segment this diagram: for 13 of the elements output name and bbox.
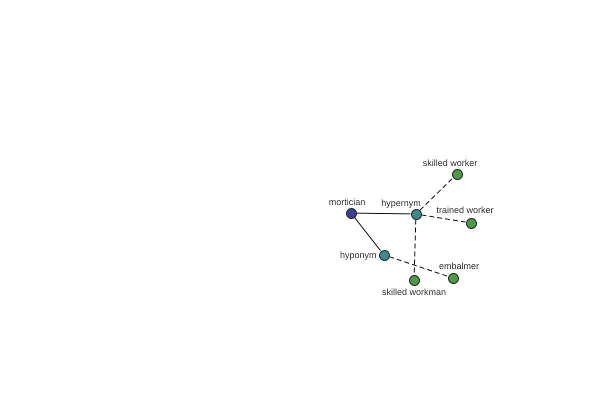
node-label: mortician bbox=[328, 196, 366, 206]
dashed-connector bbox=[419, 177, 454, 211]
node-label: trained worker bbox=[436, 204, 494, 214]
node-label: hyponym bbox=[340, 250, 376, 260]
dashed-connector bbox=[420, 214, 466, 223]
node-label: hypernym bbox=[381, 198, 421, 208]
node-label: skilled workman bbox=[382, 286, 446, 296]
dashed-connector bbox=[388, 256, 448, 277]
dashed-connector bbox=[414, 219, 416, 275]
node-label: skilled worker bbox=[422, 158, 478, 168]
connector-line bbox=[356, 212, 411, 214]
node-label: embalmer bbox=[439, 260, 479, 270]
connector-line bbox=[354, 216, 382, 252]
